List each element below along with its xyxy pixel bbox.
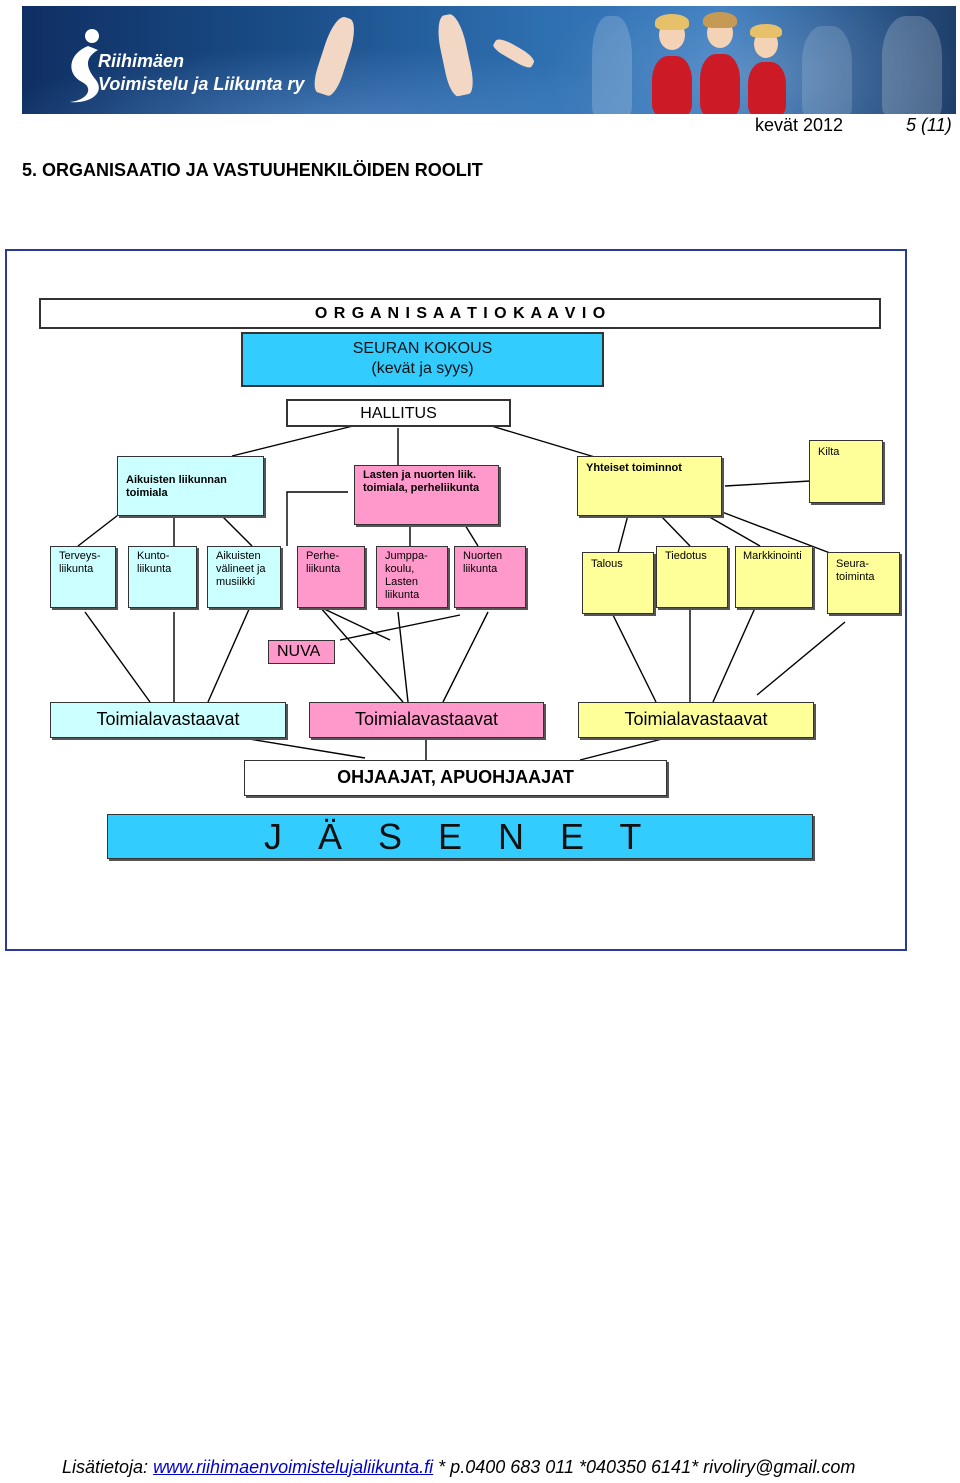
division-guild: Kilta [809,440,883,503]
website-link[interactable]: www.riihimaenvoimistelujaliikunta.fi [153,1457,434,1477]
unit-equipment: Aikuisten välineet ja musiikki [207,546,281,608]
section-title: 5. ORGANISAATIO JA VASTUUHENKILÖIDEN ROO… [22,160,483,180]
connector-lines [77,420,846,761]
unit-youth: Nuorten liikunta [454,546,526,608]
footer-contact: Lisätietoja: www.riihimaenvoimistelujali… [62,1457,855,1478]
responsible-children: Toimialavastaavat [309,702,544,738]
unit-finance: Talous [582,552,654,614]
org-name-line1: Riihimäen [98,51,185,71]
board-box: HALLITUS [286,399,511,427]
gymnasts-decoration [652,56,692,114]
division-adults: Aikuisten liikunnan toimiala [117,456,264,516]
division-children: Lasten ja nuorten liik. toimiala, perhel… [354,465,499,525]
club-meeting-box: SEURAN KOKOUS (kevät ja syys) [241,332,604,387]
unit-health: Terveys-liikunta [50,546,116,608]
header-banner: Riihimäen Voimistelu ja Liikunta ry [22,6,956,114]
unit-marketing: Markkinointi [735,546,813,608]
division-common: Yhteiset toiminnot [577,456,722,516]
responsible-adults: Toimialavastaavat [50,702,286,738]
unit-school: Jumppa-koulu, Lasten liikunta [376,546,448,608]
club-logo-icon [70,29,99,103]
diagram-title: O R G A N I S A A T I O K A A V I O [39,298,881,329]
club-meeting-line2: (kevät ja syys) [371,360,474,377]
footer-contacts: * p.0400 683 011 *040350 6141* rivoliry@… [433,1457,856,1477]
diagram-frame [5,249,907,951]
page-number: 5 (11) [906,115,952,135]
unit-fitness: Kunto-liikunta [128,546,197,608]
responsible-common: Toimialavastaavat [578,702,814,738]
org-name-line2: Voimistelu ja Liikunta ry [98,74,305,94]
members-box: J Ä S E N E T [107,814,813,859]
season-label: kevät 2012 [755,115,844,135]
instructors-box: OHJAAJAT, APUOHJAAJAT [244,760,667,796]
nuva-box: NUVA [268,640,335,664]
unit-club: Seura-toiminta [827,552,900,614]
club-meeting-line1: SEURAN KOKOUS [352,340,493,357]
footer-prefix: Lisätietoja: [62,1457,154,1477]
unit-information: Tiedotus [656,546,728,608]
unit-family: Perhe-liikunta [297,546,365,608]
